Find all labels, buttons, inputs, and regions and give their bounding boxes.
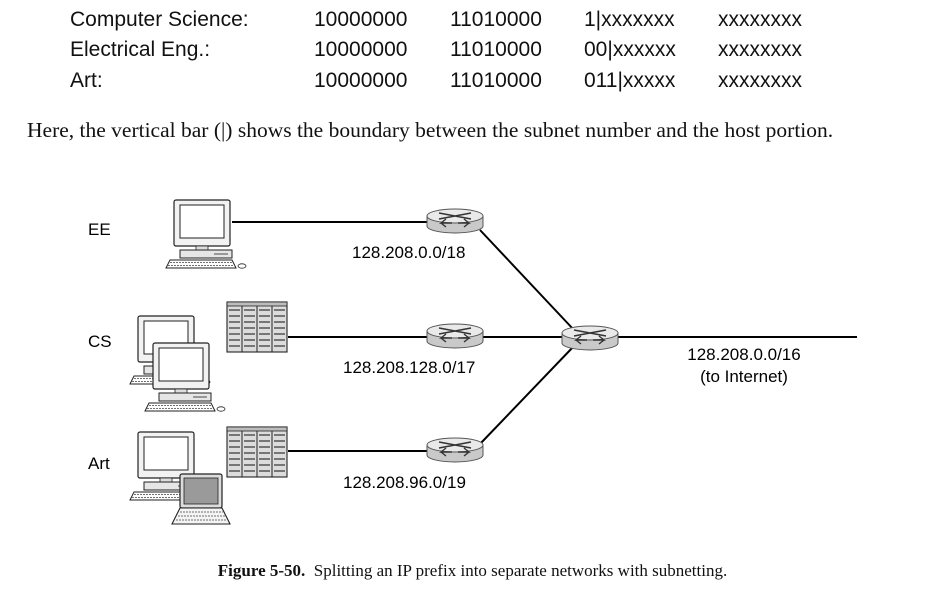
dept-label: Electrical Eng.: xyxy=(70,38,211,61)
body-paragraph: Here, the vertical bar (|) shows the bou… xyxy=(27,118,834,142)
octet-3: 00|xxxxxx xyxy=(584,38,676,61)
octet-4: xxxxxxxx xyxy=(718,8,802,31)
dept-label: Art: xyxy=(70,69,103,92)
prefix-internet: 128.208.0.0/16 xyxy=(687,345,800,364)
desktop-computer-icon xyxy=(165,199,247,269)
router-icon xyxy=(561,325,619,351)
router-icon xyxy=(426,323,484,349)
octet-4: xxxxxxxx xyxy=(718,69,802,92)
dept-label-ee: EE xyxy=(88,220,111,239)
octet-2: 11010000 xyxy=(450,69,542,92)
octet-1: 10000000 xyxy=(314,69,408,92)
prefix-cs: 128.208.128.0/17 xyxy=(343,358,475,377)
octet-3: 1|xxxxxxx xyxy=(584,8,675,31)
laptop-icon xyxy=(171,473,231,525)
link-ee-core xyxy=(479,229,575,331)
prefix-ee: 128.208.0.0/18 xyxy=(352,243,465,262)
dept-label-cs: CS xyxy=(88,332,112,351)
octet-3: 011|xxxxx xyxy=(584,69,676,92)
octet-1: 10000000 xyxy=(314,8,408,31)
link-art-core xyxy=(479,345,575,445)
prefix-art: 128.208.96.0/19 xyxy=(343,473,466,492)
octet-1: 10000000 xyxy=(314,38,408,61)
dept-label-art: Art xyxy=(88,454,110,473)
router-icon xyxy=(426,437,484,463)
server-rack-icon xyxy=(226,301,288,353)
dept-label: Computer Science: xyxy=(70,8,249,31)
router-icon xyxy=(426,208,484,234)
octet-2: 11010000 xyxy=(450,38,542,61)
octet-2: 11010000 xyxy=(450,8,542,31)
figure-caption-text: Splitting an IP prefix into separate net… xyxy=(313,561,728,580)
internet-note: (to Internet) xyxy=(700,367,788,386)
octet-4: xxxxxxxx xyxy=(718,38,802,61)
figure-label: Figure 5-50. xyxy=(217,561,306,580)
figure-caption: Figure 5-50. Splitting an IP prefix into… xyxy=(0,561,945,581)
desktop-computer-icon xyxy=(144,342,226,412)
server-rack-icon xyxy=(226,426,288,478)
